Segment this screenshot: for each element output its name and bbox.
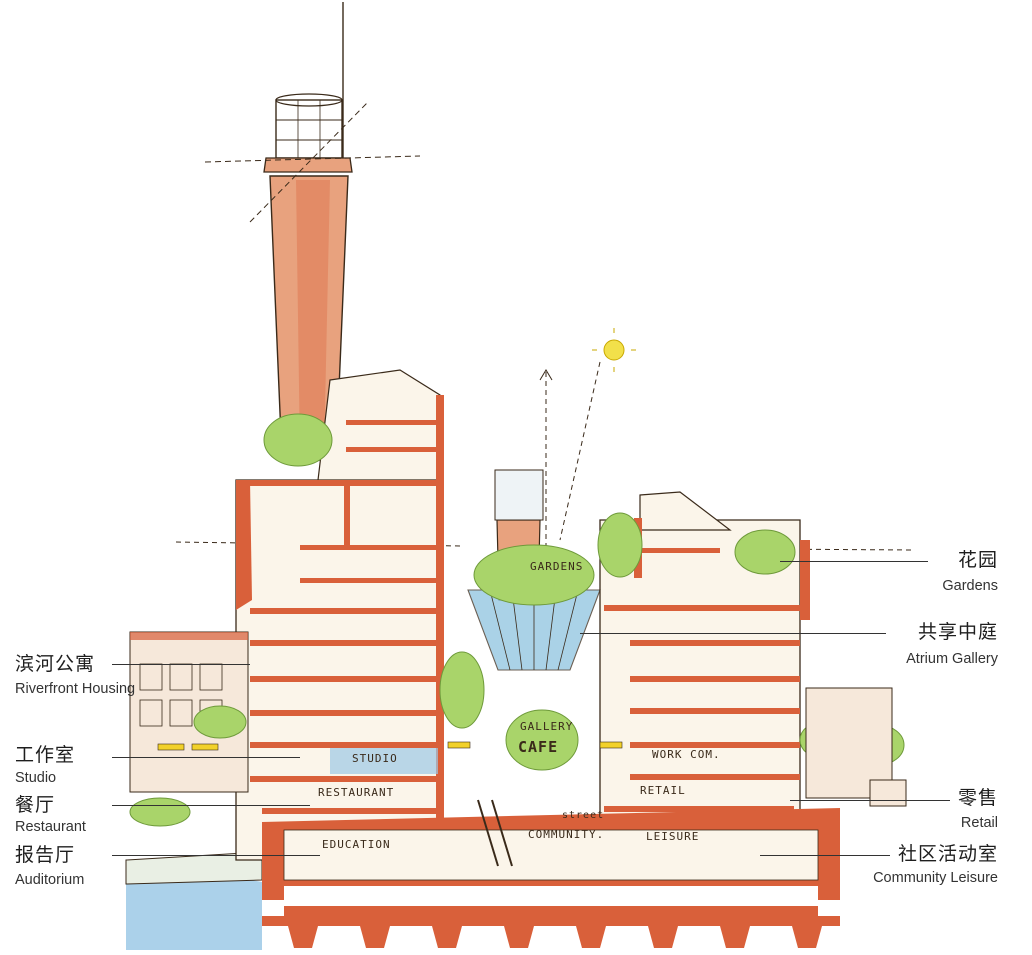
label-gardens-en: Gardens [942,578,998,594]
sketch-cafe: CAFE [518,738,558,756]
label-restaurant-en: Restaurant [15,819,86,835]
label-gardens-zh: 花园 [957,550,998,571]
sun-icon [559,328,636,541]
label-auditorium-en: Auditorium [15,872,85,888]
label-auditorium-zh: 报告厅 [15,845,76,866]
river-water [126,875,262,950]
label-riverfront-zh: 滨河公寓 [15,654,96,675]
label-studio-zh: 工作室 [15,745,76,766]
sketch-studio: STUDIO [352,752,398,765]
right-block [599,491,810,821]
sketch-leisure: LEISURE [646,830,699,843]
sketch-restaurant: RESTAURANT [318,786,394,799]
label-atrium-zh: 共享中庭 [917,622,998,643]
sketch-gardens: GARDENS [530,560,583,573]
leader-restaurant [112,805,310,806]
label-community-en: Community Leisure [873,870,998,886]
leader-riverfront [112,664,250,665]
leader-retail [790,800,950,801]
sketch-street: street [562,810,604,821]
label-atrium-en: Atrium Gallery [906,651,998,667]
sketch-retail: RETAIL [640,784,686,797]
label-studio-en: Studio [15,770,57,786]
sketch-gallery: GALLERY [520,720,573,733]
sketch-education: EDUCATION [322,838,391,851]
leader-studio [112,757,300,758]
label-retail-zh: 零售 [957,788,998,809]
sketch-workcom: WORK COM. [652,748,721,761]
leader-atrium [580,633,886,634]
label-community-zh: 社区活动室 [897,844,998,865]
leader-community [760,855,890,856]
leader-auditorium [112,855,320,856]
label-riverfront-en: Riverfront Housing [15,681,136,697]
label-retail-en: Retail [960,815,998,831]
leader-gardens [780,561,928,562]
podium [262,799,840,948]
sketch-community: COMMUNITY. [528,828,604,841]
label-restaurant-zh: 餐厅 [15,795,56,816]
